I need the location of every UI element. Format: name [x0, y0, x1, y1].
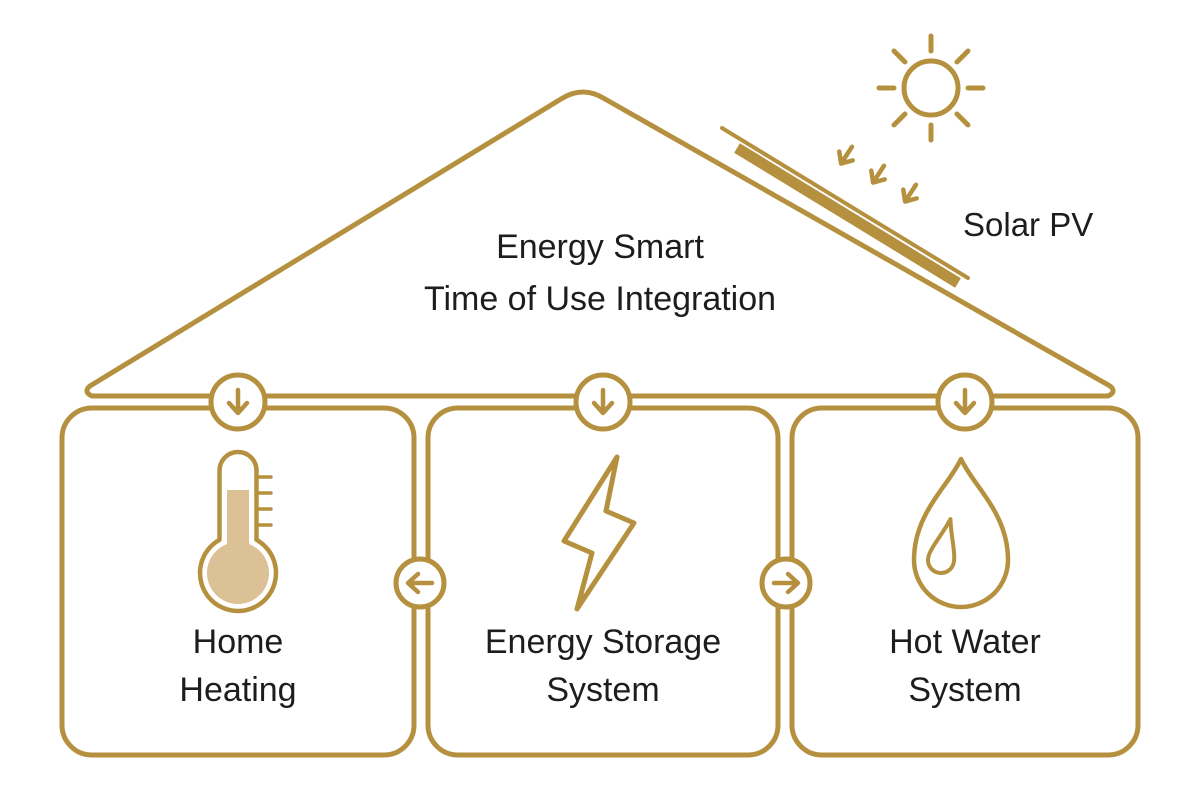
flow-storage-to-hot-water	[759, 556, 813, 610]
home-heating-label-line1: Home	[192, 623, 284, 661]
diagram-title: Energy Smart Time of Use Integration	[300, 221, 900, 325]
sun-ray-arrow-icons	[837, 144, 919, 204]
flow-storage-to-heating	[393, 556, 447, 610]
solar-panel-frame-line	[720, 126, 970, 280]
flow-roof-to-home-heating	[208, 372, 268, 432]
sun-icon	[876, 33, 986, 143]
energy-storage-label-line2: System	[546, 671, 660, 709]
down-arrow-icon	[591, 387, 615, 416]
lightning-bolt-icon	[561, 454, 637, 612]
house-roof-outline	[84, 89, 1116, 399]
sun-ray-arrow-icon	[869, 163, 887, 185]
right-arrow-icon	[771, 571, 801, 595]
water-drop-icon	[911, 456, 1011, 610]
diagram-title-line2: Time of Use Integration	[423, 280, 777, 318]
hot-water-label: Hot Water System	[792, 618, 1138, 714]
thermometer-icon	[197, 449, 279, 614]
home-heating-label: Home Heating	[62, 618, 414, 714]
sun-ray-arrow-icon	[837, 144, 855, 166]
sun-ray-arrow-icon	[901, 182, 919, 204]
solar-pv-label: Solar PV	[963, 206, 1094, 243]
solar-panel-bar	[734, 143, 961, 288]
left-arrow-icon	[405, 571, 435, 595]
solar-panel-icon	[720, 126, 970, 288]
home-heating-label-line2: Heating	[179, 671, 297, 709]
down-arrow-icon	[953, 387, 977, 416]
flow-roof-to-energy-storage	[573, 372, 633, 432]
diagram-title-line1: Energy Smart	[496, 228, 704, 266]
flow-roof-to-hot-water	[935, 372, 995, 432]
down-arrow-icon	[226, 387, 250, 416]
hot-water-label-line1: Hot Water	[889, 623, 1041, 661]
hot-water-label-line2: System	[908, 671, 1022, 709]
energy-storage-label-line1: Energy Storage	[484, 623, 722, 661]
energy-storage-label: Energy Storage System	[428, 618, 778, 714]
